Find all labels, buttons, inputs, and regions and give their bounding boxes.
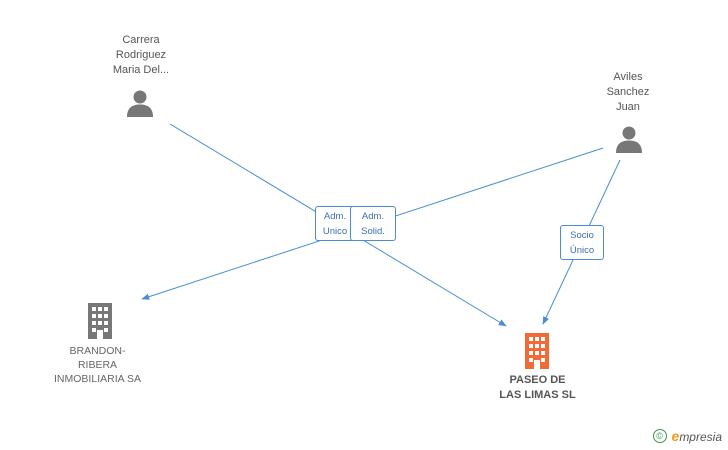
relation-label-line: Único xyxy=(569,245,595,256)
person-icon[interactable] xyxy=(615,124,643,154)
relation-badge-socio-unico[interactable]: Socio Único xyxy=(560,225,604,260)
building-icon[interactable] xyxy=(85,303,115,339)
copyright-icon: © xyxy=(652,429,667,443)
relation-label-line: Unico xyxy=(322,226,348,237)
person-label-aviles[interactable]: Aviles Sanchez Juan xyxy=(583,70,673,115)
brand-initial: e xyxy=(671,428,680,444)
company-label-paseo[interactable]: PASEO DE LAS LIMAS SL xyxy=(475,373,600,403)
company-name-line: INMOBILIARIA SA xyxy=(54,373,141,385)
relation-label-line: Socio xyxy=(570,230,594,241)
brand-watermark: © empresia xyxy=(652,428,722,444)
person-icon[interactable] xyxy=(126,88,154,118)
person-name-line: Sanchez xyxy=(606,86,650,98)
brand-logo: empresia xyxy=(672,428,722,444)
relation-label-line: Adm. xyxy=(323,211,347,222)
company-name-line: PASEO DE xyxy=(509,374,566,386)
person-label-carrera[interactable]: Carrera Rodriguez Maria Del... xyxy=(96,33,186,78)
building-icon[interactable] xyxy=(522,333,552,369)
company-name-line: RIBERA xyxy=(77,359,118,371)
brand-name: mpresia xyxy=(679,430,722,444)
relation-badge-adm-solid[interactable]: Adm. Solid. xyxy=(350,206,396,241)
person-name-line: Aviles xyxy=(613,71,643,83)
company-name-line: BRANDON- xyxy=(69,345,126,357)
relation-label-line: Adm. xyxy=(361,211,385,222)
company-name-line: LAS LIMAS SL xyxy=(499,389,576,401)
person-name-line: Rodriguez xyxy=(115,49,167,61)
person-name-line: Maria Del... xyxy=(112,64,170,76)
relation-label-line: Solid. xyxy=(361,226,385,237)
relation-badge-adm-unico[interactable]: Adm. Unico xyxy=(315,206,355,241)
person-name-line: Juan xyxy=(616,101,640,113)
company-label-brandon[interactable]: BRANDON- RIBERA INMOBILIARIA SA xyxy=(40,344,155,386)
person-name-line: Carrera xyxy=(122,34,160,46)
